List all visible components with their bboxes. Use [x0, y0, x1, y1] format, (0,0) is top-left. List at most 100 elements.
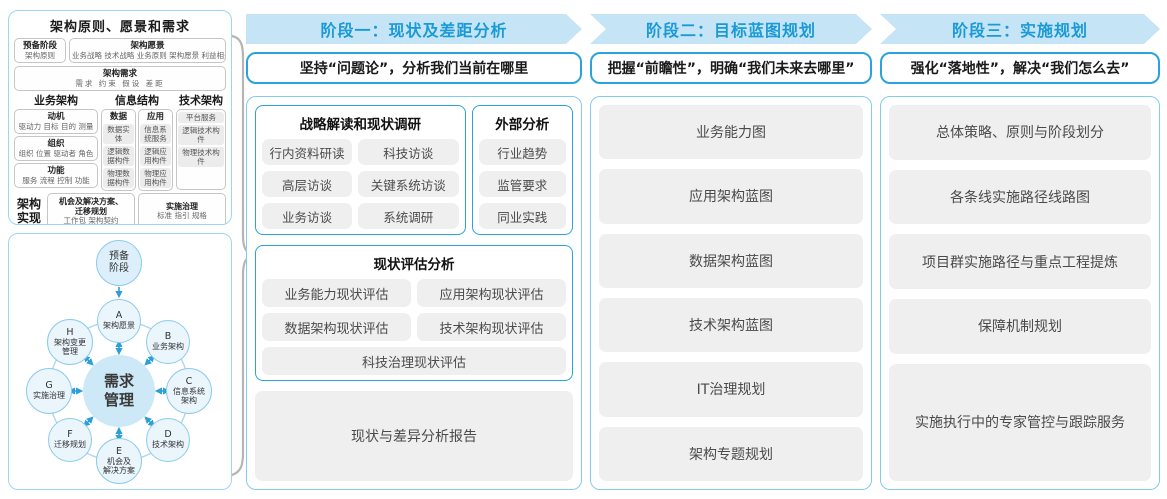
adm-node-f: F 迁移规划	[48, 418, 92, 462]
adm-node-letter: F	[67, 429, 73, 441]
requirements-sub: 需求 约束 假设 差距	[75, 79, 165, 88]
external-item: 同业实践	[478, 203, 566, 229]
adm-node-label: 技术架构	[152, 440, 184, 450]
phase-1-content: 战略解读和现状调研 行内资料研读 科技访谈 高层访谈 关键系统访谈 业务访谈 系…	[246, 96, 582, 490]
phase-2-header-band: 阶段二：目标蓝图规划	[590, 14, 872, 44]
adm-center-node: 需求 管理	[83, 355, 155, 427]
technology-architecture-header: 技术架构	[179, 94, 223, 107]
prep-phase-box: 预备阶段 架构原则	[14, 38, 66, 63]
adm-cycle-panel: 预备 阶段 A 架构愿景 B 业务架构 C 信息系统 架构 D 技术架构 E 机…	[8, 233, 232, 490]
adm-node-letter: C	[185, 375, 193, 387]
adm-node-label: 架构愿景	[103, 321, 135, 331]
phase-3-subtitle-text: 强化“落地性”，解决“我们怎么去”	[910, 61, 1130, 77]
research-item: 行内资料研读	[262, 139, 352, 165]
prep-phase-sub: 架构原则	[25, 51, 55, 60]
external-item: 监管要求	[478, 171, 566, 197]
adm-node-label: 机会及 解决方案	[103, 456, 135, 476]
research-item: 系统调研	[357, 203, 459, 229]
phase-2-item: 技术架构蓝图	[599, 297, 863, 353]
phase-2-item: 数据架构蓝图	[599, 233, 863, 288]
external-analysis-box: 外部分析 行业趋势 监管要求 同业实践	[471, 105, 573, 235]
phase-2-item: 应用架构蓝图	[599, 169, 863, 224]
opportunities-migration-sub: 工作包 架构契约	[63, 216, 119, 225]
adm-node-c: C 信息系统 架构	[166, 368, 212, 414]
adm-node-label: 实施治理	[33, 391, 65, 401]
phase-2-item: 架构专题规划	[599, 426, 863, 481]
adm-node-letter: D	[164, 429, 172, 441]
adm-node-e: E 机会及 解决方案	[96, 438, 142, 484]
function-title: 功能	[47, 166, 65, 176]
data-item: 数据实体	[103, 124, 134, 144]
data-title: 数据	[109, 112, 127, 122]
function-sub: 服务 流程 控制 功能	[22, 176, 90, 185]
application-item: 物理应用构件	[140, 168, 171, 188]
adm-node-label: 迁移规划	[54, 440, 86, 450]
assessment-item: 技术架构现状评估	[417, 313, 566, 341]
vision-box: 架构愿景 业务战略 技术战略 业务原则 架构愿景 利益相关者	[69, 38, 226, 63]
application-title: 应用	[146, 112, 164, 122]
adm-node-label: 信息系统 架构	[173, 386, 205, 406]
phase-1-subtitle-box: 坚持“问题论”，分析我们当前在哪里	[246, 52, 582, 84]
external-analysis-title: 外部分析	[495, 117, 550, 133]
phase-2-item: IT治理规划	[599, 362, 863, 417]
phase-3-item: 实施执行中的专家管控与跟踪服务	[889, 363, 1151, 482]
adm-node-g: G 实施治理	[26, 368, 72, 414]
assessment-item: 科技治理现状评估	[262, 347, 566, 375]
vision-title: 架构愿景	[130, 41, 165, 51]
phase-3-subtitle-box: 强化“落地性”，解决“我们怎么去”	[880, 52, 1160, 84]
research-item: 科技访谈	[357, 139, 459, 165]
external-item: 行业趋势	[478, 139, 566, 165]
adm-node-letter: E	[115, 445, 122, 457]
phase-1-subtitle-text: 坚持“问题论”，分析我们当前在哪里	[299, 61, 529, 77]
organization-box: 组织 组织 位置 驱动者 角色	[14, 136, 98, 161]
technology-item: 平台服务	[178, 112, 224, 123]
adm-node-label: 架构变更 管理	[54, 337, 86, 357]
adm-node-d: D 技术架构	[146, 418, 190, 462]
technology-box: 平台服务 逻辑技术构件 物理技术构件	[176, 109, 226, 190]
framework-panel: 架构原则、愿景和需求 预备阶段 架构原则 架构愿景 业务战略 技术战略 业务原则…	[8, 10, 232, 225]
requirements-box: 架构需求 需求 约束 假设 差距	[14, 66, 226, 91]
application-item: 信息系统服务	[140, 124, 171, 144]
adm-node-letter: A	[115, 310, 123, 322]
adm-prep-node: 预备 阶段	[96, 240, 142, 286]
phase-3-content: 总体策略、原则与阶段划分 各条线实施路径线路图 项目群实施路径与重点工程提炼 保…	[880, 96, 1160, 490]
research-item: 业务访谈	[262, 203, 352, 229]
organization-title: 组织	[47, 139, 65, 149]
assessment-item: 数据架构现状评估	[262, 313, 411, 341]
framework-title: 架构原则、愿景和需求	[49, 20, 190, 35]
organization-sub: 组织 位置 驱动者 角色	[18, 149, 94, 158]
phase-2-content: 业务能力图 应用架构蓝图 数据架构蓝图 技术架构蓝图 IT治理规划 架构专题规划	[590, 96, 872, 490]
adm-node-h: H 架构变更 管理	[47, 319, 93, 365]
phase-1-title: 阶段一：现状及差距分析	[320, 21, 508, 40]
opportunities-migration-box: 机会及解决方案、 迁移规划 工作包 架构契约	[47, 193, 135, 225]
adm-node-letter: H	[66, 326, 74, 338]
adm-node-letter: B	[164, 331, 172, 343]
requirements-title: 架构需求	[102, 69, 137, 79]
motivation-sub: 驱动力 目标 目的 测量	[18, 122, 94, 131]
motivation-box: 动机 驱动力 目标 目的 测量	[14, 109, 98, 134]
implementation-governance-sub: 标准 指引 规格	[157, 211, 207, 221]
phase-1-header-band: 阶段一：现状及差距分析	[246, 14, 582, 44]
phase-3-item: 保障机制规划	[889, 298, 1151, 354]
research-title: 战略解读和现状调研	[299, 117, 422, 133]
implementation-governance-box: 实施治理 标准 指引 规格	[138, 193, 226, 224]
opportunities-migration-title: 机会及解决方案、 迁移规划	[59, 197, 123, 216]
implementation-governance-title: 实施治理	[166, 201, 198, 211]
phase-2-column: 阶段二：目标蓝图规划 把握“前瞻性”，明确“我们未来去哪里” 业务能力图 应用架…	[590, 0, 872, 499]
information-structure-column: 信息结构 数据 数据实体 逻辑数据构件 物理数据构件 应用 信息系统服务 逻辑应…	[101, 94, 173, 191]
phase-2-subtitle-box: 把握“前瞻性”，明确“我们未来去哪里”	[590, 52, 872, 84]
data-item: 物理数据构件	[103, 168, 134, 188]
assessment-item: 应用架构现状评估	[417, 279, 566, 307]
phase-3-item: 各条线实施路径线路图	[889, 169, 1151, 225]
vision-sub: 业务战略 技术战略 业务原则 架构愿景 利益相关者	[72, 51, 226, 60]
technology-architecture-column: 技术架构 平台服务 逻辑技术构件 物理技术构件	[176, 94, 226, 190]
technology-item: 物理技术构件	[178, 147, 224, 167]
business-architecture-header: 业务架构	[34, 94, 78, 107]
phase-2-title: 阶段二：目标蓝图规划	[645, 21, 816, 40]
assessment-item: 业务能力现状评估	[262, 279, 411, 307]
phase-3-item: 总体策略、原则与阶段划分	[889, 105, 1151, 160]
realization-label: 架构 实现	[16, 197, 41, 225]
data-item: 逻辑数据构件	[103, 146, 134, 166]
research-item: 关键系统访谈	[357, 171, 459, 197]
information-structure-header: 信息结构	[115, 94, 159, 107]
